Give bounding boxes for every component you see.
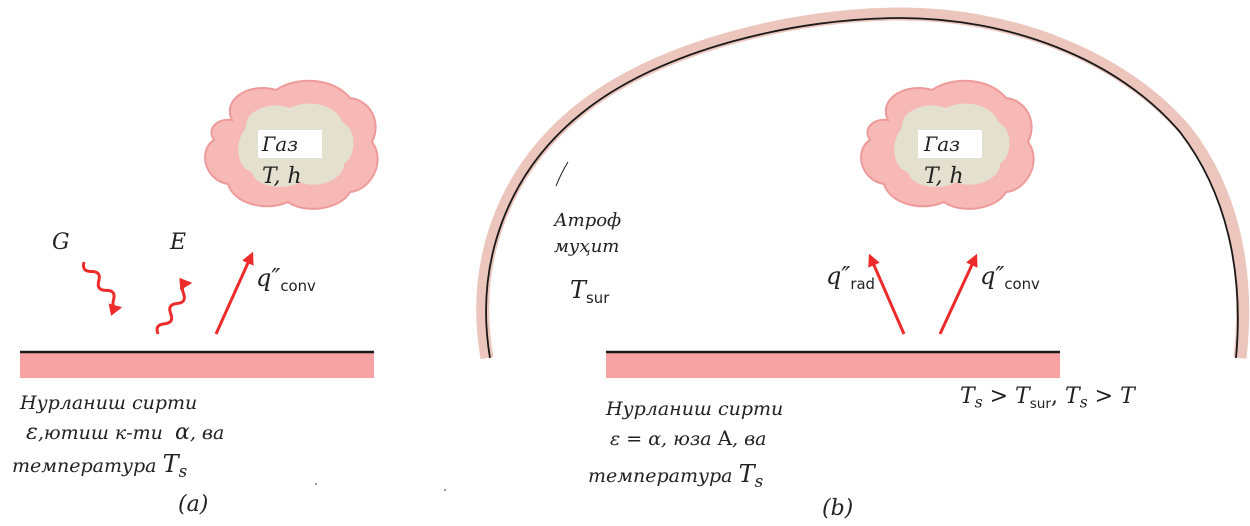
convection-arrow-a [214, 251, 254, 335]
radiating-surface-b [606, 350, 1060, 378]
caption-a: (a) [178, 492, 209, 517]
radiation-arrow-b [868, 253, 906, 335]
surface-description-b-line3: температура Ts [588, 460, 764, 492]
convection-flux-label-b: q″conv [980, 262, 1040, 294]
surroundings-label: Атроф [554, 210, 622, 231]
convection-flux-label-a: q″conv [256, 264, 316, 296]
surface-description-b-line2: ε = α, юза A, ва [610, 426, 767, 450]
caption-b: (b) [822, 496, 854, 521]
temperature-condition: Ts > Tsur, Ts > T [960, 384, 1135, 412]
irradiation-arrow [81, 261, 123, 316]
surface-description-a-line3: температура Ts [12, 450, 188, 482]
emission-arrow [155, 277, 193, 335]
gas-label-a: Газ [262, 132, 299, 156]
gas-properties-a: T, h [262, 164, 302, 189]
surface-description-a-line2: ε,ютиш к-ти α, ва [26, 420, 225, 445]
convection-arrow-b [938, 253, 978, 335]
gas-properties-b: T, h [924, 164, 964, 189]
gas-cloud-a [204, 79, 379, 210]
radiation-flux-label: q″rad [826, 262, 876, 294]
irradiation-label: G [52, 230, 70, 255]
radiating-surface-a [20, 350, 374, 378]
gas-cloud-b [860, 79, 1035, 210]
gas-label-b: Газ [924, 132, 961, 156]
surface-description-a-line1: Нурланиш сирти [20, 392, 198, 414]
surroundings-temperature: Tsur [570, 276, 610, 308]
emission-label: E [170, 230, 187, 255]
surface-description-b-line1: Нурланиш сирти [606, 398, 784, 420]
surroundings-label-line2: муҳит [554, 236, 620, 257]
surroundings-dome [476, 7, 1250, 360]
